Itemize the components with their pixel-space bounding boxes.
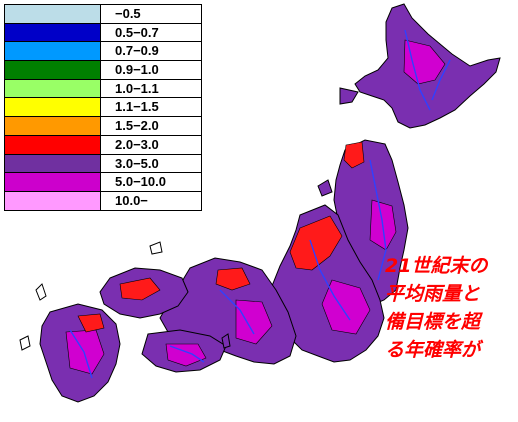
legend-label: 2.0−3.0 bbox=[115, 136, 159, 152]
legend-swatch bbox=[5, 98, 101, 117]
annotation-line: 21世紀末の bbox=[385, 255, 488, 277]
kansai-high bbox=[235, 299, 273, 345]
river-line bbox=[169, 345, 205, 363]
legend-swatch bbox=[5, 117, 101, 135]
annotation-line: 平均雨量と bbox=[385, 283, 481, 305]
annotation-line: る年確率が bbox=[385, 339, 481, 361]
kanto-high bbox=[321, 279, 371, 335]
hokkaido-south bbox=[339, 87, 359, 105]
legend-swatch bbox=[5, 173, 101, 191]
chugoku-red-2 bbox=[215, 267, 251, 291]
legend-swatch bbox=[5, 61, 101, 79]
legend-row: 0.9−1.0 bbox=[5, 61, 201, 80]
legend-row: 1.1−1.5 bbox=[5, 98, 201, 118]
color-legend: −0.5 0.5−0.7 0.7−0.9 0.9−1.0 1.0−1.1 1.1−1.5 1… bbox=[4, 4, 202, 211]
legend-row: 0.7−0.9 bbox=[5, 42, 201, 62]
legend-row: 0.5−0.7 bbox=[5, 23, 201, 43]
legend-row: 1.0−1.1 bbox=[5, 79, 201, 99]
legend-label: 5.0−10.0 bbox=[115, 174, 166, 190]
legend-swatch bbox=[5, 5, 101, 23]
river-line bbox=[431, 59, 451, 101]
river-line bbox=[309, 239, 351, 321]
legend-label: 3.0−5.0 bbox=[115, 155, 159, 171]
legend-label: 1.1−1.5 bbox=[115, 99, 159, 115]
island-sado bbox=[317, 179, 333, 197]
legend-label: 10.0− bbox=[115, 192, 148, 208]
legend-row: 3.0−5.0 bbox=[5, 154, 201, 174]
kyushu-red bbox=[77, 313, 105, 333]
legend-row: 1.5−2.0 bbox=[5, 117, 201, 136]
legend-label: 0.7−0.9 bbox=[115, 43, 159, 59]
legend-label: 1.0−1.1 bbox=[115, 80, 159, 96]
island-oki bbox=[149, 241, 163, 255]
river-line bbox=[404, 29, 431, 111]
legend-swatch bbox=[5, 135, 101, 154]
annotation-line: 備目標を超 bbox=[385, 311, 481, 333]
legend-label: 0.9−1.0 bbox=[115, 62, 159, 78]
hokkaido-high bbox=[403, 39, 446, 85]
tohoku-red bbox=[343, 141, 365, 169]
legend-row: 10.0− bbox=[5, 191, 201, 210]
legend-label: −0.5 bbox=[115, 6, 141, 21]
legend-swatch bbox=[5, 42, 101, 61]
chubu-red bbox=[289, 215, 343, 271]
region-kyushu bbox=[39, 303, 121, 403]
legend-label: 1.5−2.0 bbox=[115, 118, 159, 134]
region-hokkaido bbox=[339, 3, 501, 129]
legend-row: −0.5 bbox=[5, 5, 201, 24]
island-awaji bbox=[221, 333, 231, 349]
island-tsushima bbox=[35, 283, 47, 301]
legend-label: 0.5−0.7 bbox=[115, 24, 159, 40]
chugoku-red-1 bbox=[119, 277, 161, 301]
legend-swatch bbox=[5, 191, 101, 210]
river-line bbox=[219, 289, 255, 335]
river-line bbox=[369, 159, 387, 281]
legend-swatch bbox=[5, 79, 101, 98]
river-line bbox=[69, 329, 93, 379]
shikoku-high bbox=[165, 343, 207, 367]
islands bbox=[19, 179, 333, 351]
legend-row: 2.0−3.0 bbox=[5, 135, 201, 155]
legend-row: 5.0−10.0 bbox=[5, 173, 201, 192]
rivers bbox=[69, 29, 451, 379]
island-goto bbox=[19, 335, 31, 351]
legend-swatch bbox=[5, 154, 101, 173]
annotation-text: 21世紀末の平均雨量と備目標を超る年確率が bbox=[385, 252, 518, 364]
legend-swatch bbox=[5, 23, 101, 42]
